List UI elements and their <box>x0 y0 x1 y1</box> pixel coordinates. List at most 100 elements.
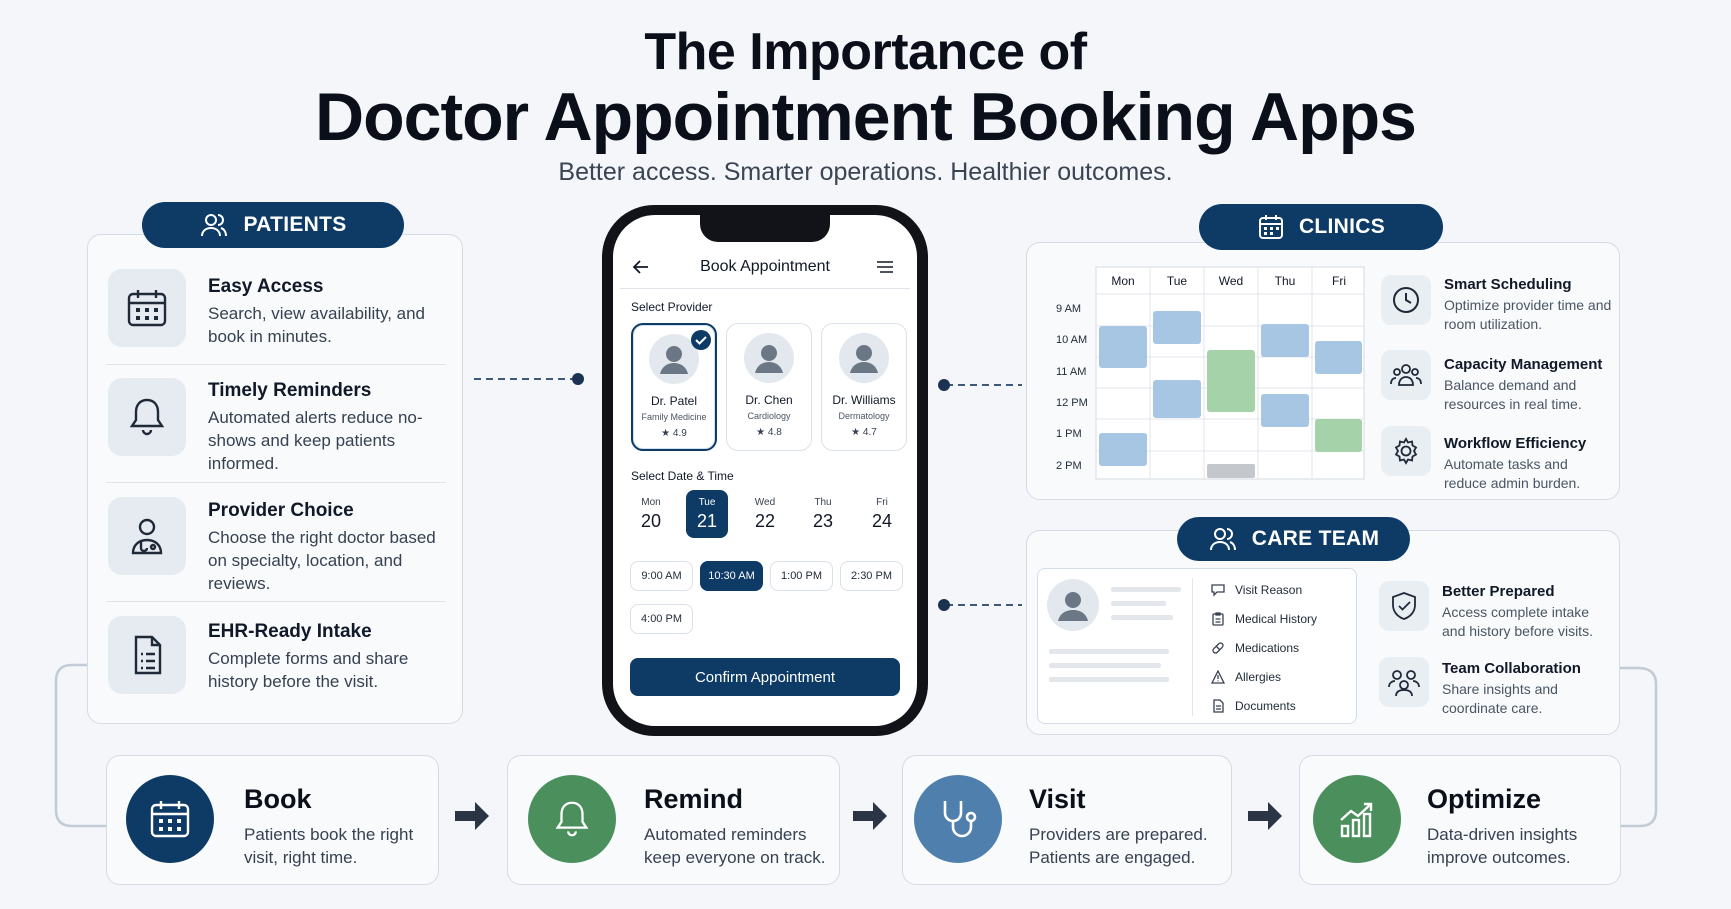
cal-time-label: 12 PM <box>1056 397 1088 409</box>
provider-name: Dr. Patel <box>650 394 698 408</box>
arrow-right-icon <box>853 802 887 830</box>
day-fri[interactable]: Fri 24 <box>871 497 893 531</box>
header-divider <box>620 288 910 289</box>
provider-rating: ★ 4.7 <box>851 427 877 438</box>
slot-400[interactable]: 4:00 PM <box>630 604 693 634</box>
confirm-appointment-button[interactable]: Confirm Appointment <box>630 658 900 696</box>
clinic-item-smart-scheduling: Smart Scheduling Optimize provider time … <box>1444 276 1612 332</box>
appointment-block <box>1099 433 1147 466</box>
provider-card-williams[interactable]: Dr. Williams Dermatology ★ 4.7 <box>821 323 907 451</box>
record-item-allergies: Allergies <box>1211 670 1281 684</box>
avatar <box>744 333 794 383</box>
appointment-block <box>1207 464 1255 478</box>
appointment-block <box>1207 350 1255 412</box>
document-icon <box>1213 699 1224 713</box>
title-line-1: The Importance of <box>644 23 1087 81</box>
flow-book-text: Book Patients book the right visit, righ… <box>244 784 414 867</box>
flow-book-circle <box>126 775 214 863</box>
doctor-icon <box>108 497 186 575</box>
cal-day-head: Mon <box>1111 274 1135 288</box>
provider-name: Dr. Williams <box>832 393 896 407</box>
day-tue[interactable]: Tue 21 <box>686 490 728 538</box>
record-item-documents: Documents <box>1211 699 1296 713</box>
select-datetime-label: Select Date & Time <box>631 469 734 483</box>
flow-optimize-text: Optimize Data-driven insights improve ou… <box>1427 784 1578 867</box>
record-item-medications: Medications <box>1211 641 1299 655</box>
team-icon <box>1379 657 1429 707</box>
phone-notch <box>700 214 830 242</box>
calendar-icon <box>1257 213 1285 241</box>
gear-icon <box>1381 426 1431 476</box>
flow-optimize-circle <box>1313 775 1401 863</box>
avatar <box>649 334 699 384</box>
appointment-block <box>1261 394 1309 427</box>
pill-icon <box>1212 642 1224 654</box>
bell-icon <box>555 801 589 837</box>
flow-visit-circle <box>914 775 1002 863</box>
day-thu[interactable]: Thu 23 <box>812 497 834 531</box>
provider-card-chen[interactable]: Dr. Chen Cardiology ★ 4.8 <box>726 323 812 451</box>
care-team-label: CARE TEAM <box>1177 517 1410 561</box>
flow-visit-text: Visit Providers are prepared. Patients a… <box>1029 784 1208 867</box>
subtitle: Better access. Smarter operations. Healt… <box>558 158 1173 186</box>
select-provider-label: Select Provider <box>631 300 713 314</box>
slot-1030[interactable]: 10:30 AM <box>700 561 763 591</box>
phone-screen <box>613 215 917 726</box>
provider-rating: ★ 4.9 <box>661 428 687 439</box>
provider-specialty: Family Medicine <box>641 412 707 422</box>
slot-900[interactable]: 9:00 AM <box>630 561 693 591</box>
cal-time-label: 9 AM <box>1056 303 1082 315</box>
record-divider <box>1192 578 1193 716</box>
star-icon: ★ <box>851 427 861 438</box>
group-icon <box>1381 350 1431 400</box>
cal-time-label: 10 AM <box>1056 334 1088 346</box>
provider-name: Dr. Chen <box>745 393 793 407</box>
check-badge-icon <box>690 329 712 351</box>
warning-icon <box>1211 670 1225 684</box>
record-item-medical-history: Medical History <box>1211 612 1317 626</box>
stethoscope-icon <box>943 801 977 838</box>
slot-100[interactable]: 1:00 PM <box>770 561 833 591</box>
arrow-right-icon <box>455 802 489 830</box>
avatar <box>839 333 889 383</box>
slot-230[interactable]: 2:30 PM <box>840 561 903 591</box>
provider-specialty: Dermatology <box>838 411 890 421</box>
calendar-icon <box>150 801 190 838</box>
arrow-right-icon <box>1248 802 1282 830</box>
divider <box>106 601 446 602</box>
clipboard-icon <box>1212 612 1224 626</box>
patient-item-ehr-intake: EHR-Ready Intake Complete forms and shar… <box>208 621 409 691</box>
appointment-block <box>1153 311 1201 344</box>
record-item-visit-reason: Visit Reason <box>1211 583 1302 597</box>
divider <box>106 364 446 365</box>
growth-chart-icon <box>1340 802 1373 838</box>
person-icon <box>1208 524 1238 554</box>
care-item-better-prepared: Better Prepared Access complete intake a… <box>1442 583 1593 639</box>
bell-icon <box>108 378 186 456</box>
cal-time-label: 2 PM <box>1056 460 1082 472</box>
clock-icon <box>1381 275 1431 325</box>
day-mon[interactable]: Mon 20 <box>640 497 662 531</box>
appointment-block <box>1099 326 1147 368</box>
cal-time-label: 1 PM <box>1056 428 1082 440</box>
screen-title: Book Appointment <box>700 258 830 275</box>
cal-day-head: Thu <box>1274 274 1296 288</box>
cal-day-head: Tue <box>1166 274 1188 288</box>
menu-icon[interactable] <box>876 260 894 274</box>
provider-rating: ★ 4.8 <box>756 427 782 438</box>
back-arrow-icon[interactable] <box>632 258 650 276</box>
chat-icon <box>1211 584 1225 597</box>
provider-specialty: Cardiology <box>747 411 791 421</box>
patient-item-provider-choice: Provider Choice Choose the right doctor … <box>208 500 436 593</box>
flow-remind-circle <box>528 775 616 863</box>
appointment-block <box>1315 341 1362 374</box>
clinic-item-capacity-management: Capacity Management Balance demand and r… <box>1444 356 1603 412</box>
patients-label: PATIENTS <box>142 202 404 248</box>
person-icon <box>199 210 229 240</box>
day-wed[interactable]: Wed 22 <box>754 497 776 531</box>
calendar-icon <box>108 269 186 347</box>
shield-check-icon <box>1379 581 1429 631</box>
appointment-block <box>1315 419 1362 452</box>
appointment-block <box>1153 380 1201 418</box>
